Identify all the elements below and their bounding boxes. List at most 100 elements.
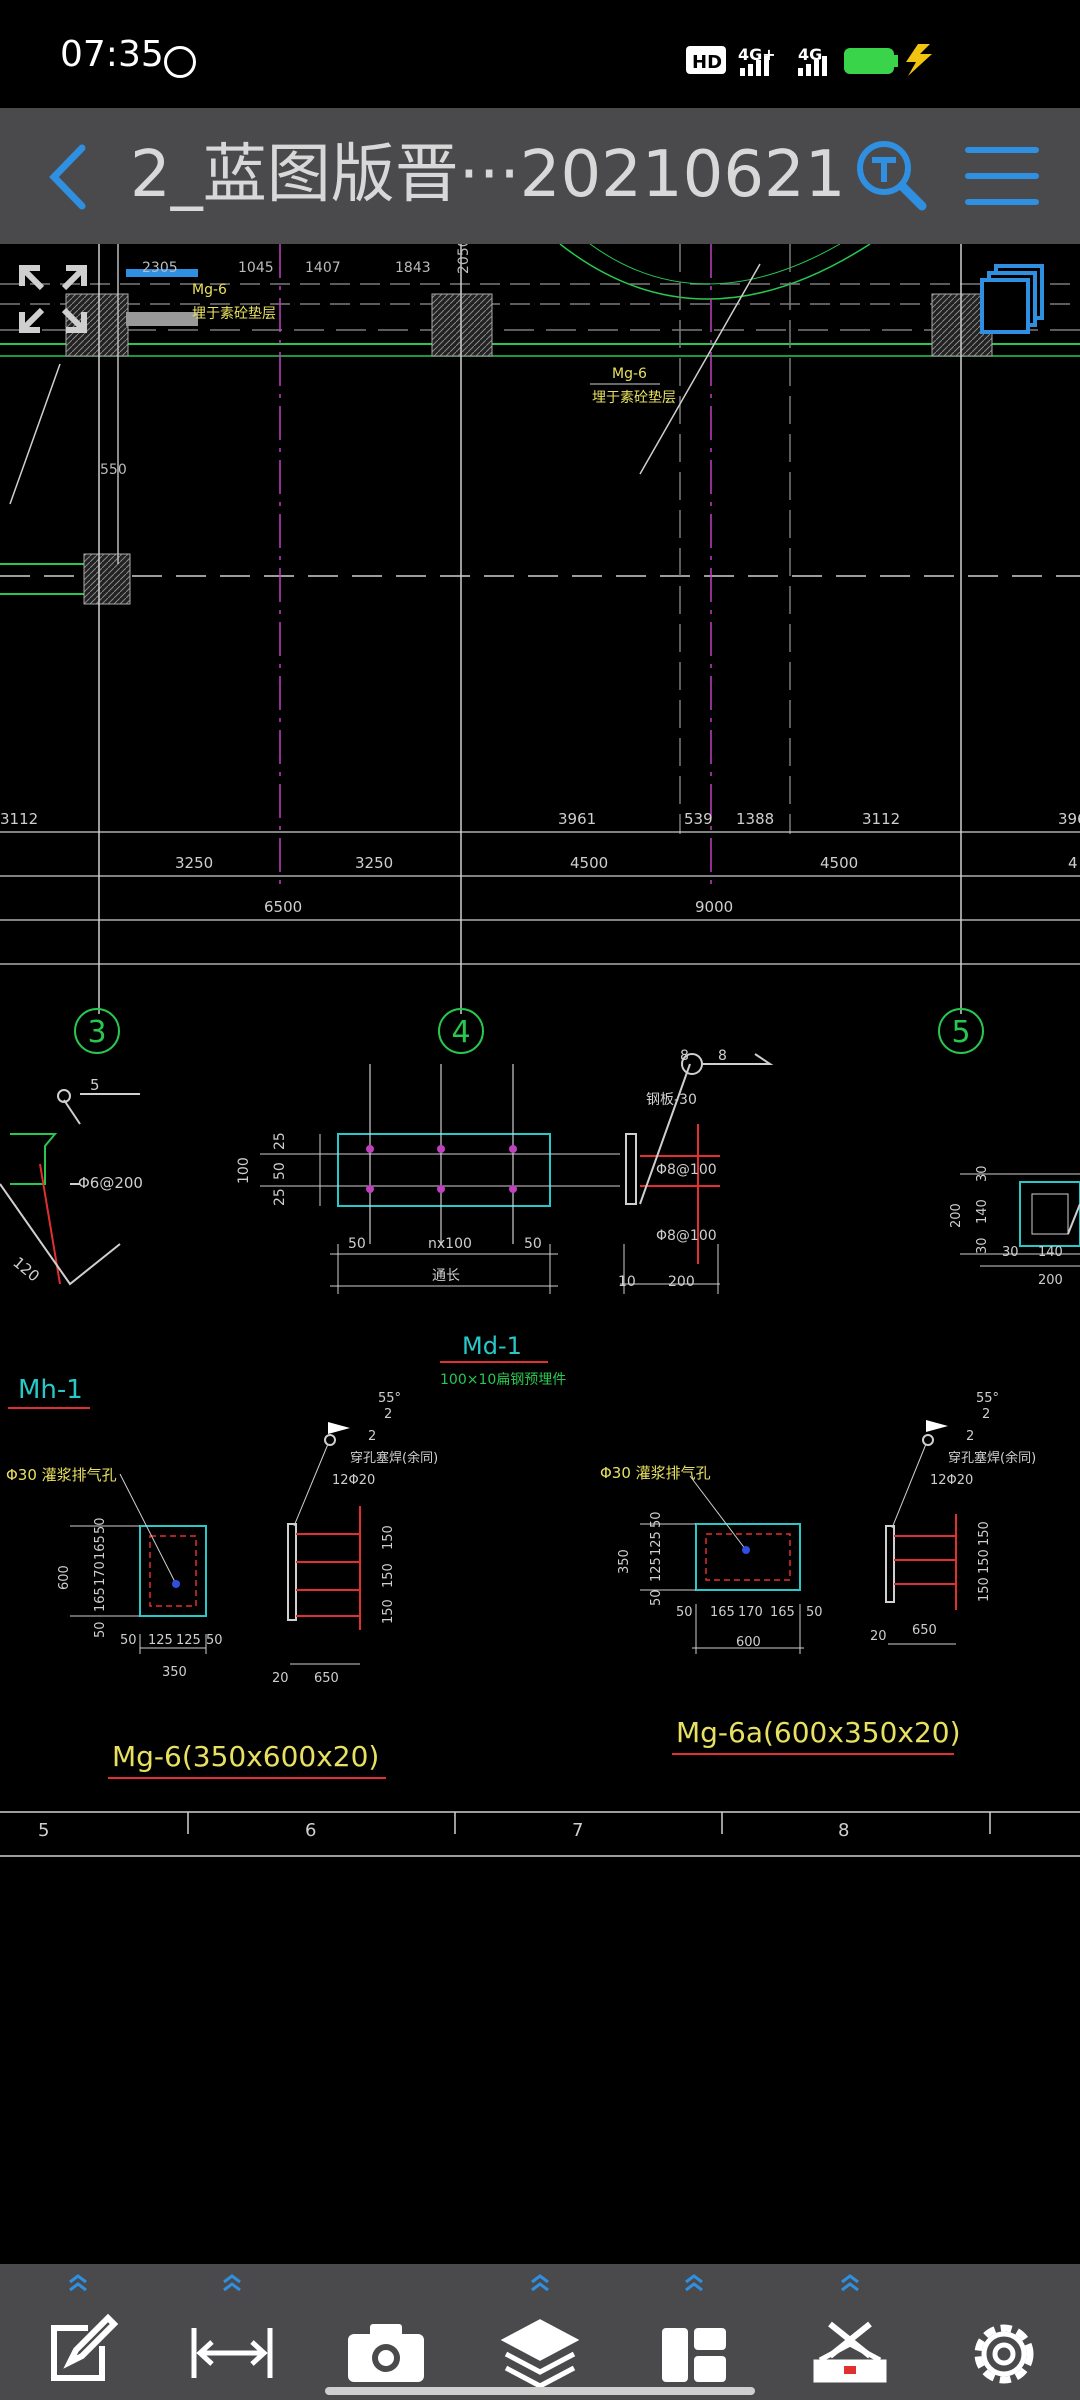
svg-text:3250: 3250 <box>355 854 393 872</box>
svg-text:350: 350 <box>617 1549 632 1574</box>
svg-text:2: 2 <box>384 1407 392 1422</box>
svg-text:通长: 通长 <box>432 1268 460 1284</box>
document-title: 2_蓝图版晋···20210621 <box>130 138 840 212</box>
svg-text:5: 5 <box>38 1820 49 1841</box>
annotate-tool-button[interactable] <box>18 2264 138 2400</box>
mg6a-side-dims: 55° 2 2 穿孔塞焊(余同) 12Φ20 150 150 150 20 65… <box>870 1391 1036 1644</box>
svg-text:50: 50 <box>649 1589 664 1606</box>
grid-axis-bubbles <box>74 1008 984 1054</box>
text-search-icon <box>857 141 927 211</box>
svg-text:3112: 3112 <box>0 810 38 828</box>
svg-text:8: 8 <box>680 1048 689 1064</box>
back-button[interactable] <box>38 142 98 212</box>
svg-text:150: 150 <box>977 1521 992 1546</box>
svg-text:6500: 6500 <box>264 898 302 916</box>
home-indicator[interactable] <box>325 2387 755 2395</box>
menu-button[interactable] <box>964 144 1040 208</box>
grid-lines <box>9 244 962 1014</box>
svg-text:20: 20 <box>272 1671 289 1686</box>
layout-tool-button[interactable] <box>634 2264 754 2400</box>
mh1-detail <box>0 1089 140 1286</box>
expand-icon <box>19 265 87 333</box>
svg-text:165: 165 <box>93 1587 108 1612</box>
svg-text:140: 140 <box>975 1199 990 1224</box>
selection-marker-2 <box>126 312 198 326</box>
svg-text:埋于素砼垫层: 埋于素砼垫层 <box>192 306 276 322</box>
svg-text:25: 25 <box>272 1132 288 1150</box>
svg-text:1407: 1407 <box>305 260 341 276</box>
svg-text:125: 125 <box>148 1633 173 1648</box>
layers-panel-button[interactable] <box>978 262 1048 336</box>
svg-text:2: 2 <box>966 1429 974 1444</box>
svg-text:150: 150 <box>977 1577 992 1602</box>
hd-label: HD <box>692 52 722 73</box>
md1-anchors <box>366 1145 517 1193</box>
weld-dims: 8 8 钢板-30 Φ8@100 Φ8@100 10 200 <box>618 1048 727 1290</box>
svg-text:2050: 2050 <box>456 244 472 274</box>
dimension-row-3: 6500 9000 <box>264 898 733 916</box>
svg-text:1388: 1388 <box>736 810 774 828</box>
svg-text:9000: 9000 <box>695 898 733 916</box>
drawing-canvas[interactable]: 1045 1407 1843 2050 2305 550 Mg-6 埋于素砼垫层… <box>0 238 1080 2264</box>
svg-text:4500: 4500 <box>820 854 858 872</box>
svg-text:200: 200 <box>668 1274 695 1290</box>
mg6-side <box>287 1422 361 1665</box>
svg-text:100: 100 <box>236 1157 252 1184</box>
svg-text:170: 170 <box>738 1605 763 1620</box>
mg6-label: Mg-6(350x600x20) <box>112 1740 379 1773</box>
status-indicators: HD 4G+ 4G <box>686 44 932 76</box>
search-button[interactable] <box>852 136 932 216</box>
measure-distance-icon <box>191 2328 273 2378</box>
svg-text:1045: 1045 <box>238 260 274 276</box>
svg-text:50: 50 <box>206 1633 223 1648</box>
layers-tool-button[interactable] <box>480 2264 600 2400</box>
svg-text:200: 200 <box>1038 1273 1063 1288</box>
mg6-dims: 50 165 170 165 50 600 50 125 125 50 350 <box>57 1517 223 1680</box>
selection-marker <box>126 269 198 277</box>
fullscreen-button[interactable] <box>16 262 90 336</box>
measure-tool-button[interactable] <box>172 2264 292 2400</box>
svg-text:200: 200 <box>949 1203 964 1228</box>
expand-chevron-icon <box>223 2274 241 2292</box>
battery-icon <box>844 48 894 74</box>
svg-text:4500: 4500 <box>570 854 608 872</box>
svg-text:8: 8 <box>838 1820 849 1841</box>
svg-text:350: 350 <box>162 1665 187 1680</box>
grid-axis-labels: 3 4 5 <box>87 1015 970 1050</box>
bottom-toolbar <box>0 2264 1080 2400</box>
layers-icon <box>500 2319 580 2389</box>
svg-text:Φ8@100: Φ8@100 <box>656 1228 717 1244</box>
settings-button[interactable] <box>944 2264 1064 2400</box>
hamburger-menu-icon <box>965 147 1039 205</box>
svg-text:50: 50 <box>93 1621 108 1638</box>
svg-text:3961: 3961 <box>558 810 596 828</box>
notification-icon <box>164 46 196 78</box>
svg-text:165: 165 <box>770 1605 795 1620</box>
svg-text:650: 650 <box>912 1623 937 1638</box>
svg-text:165: 165 <box>710 1605 735 1620</box>
svg-text:Φ8@100: Φ8@100 <box>656 1162 717 1178</box>
dimension-row-1: 3112 3961 539 1388 3112 396 <box>0 810 1080 828</box>
signal-bars-1-icon <box>740 56 769 76</box>
status-time: 07:35 <box>60 34 164 75</box>
cad-drawing: 1045 1407 1843 2050 2305 550 Mg-6 埋于素砼垫层… <box>0 238 1080 1857</box>
layers-stack-icon <box>980 264 1044 334</box>
mg6-note: Φ30 灌浆排气孔 <box>6 1466 117 1484</box>
md1-note: 100×10扁钢预埋件 <box>440 1372 566 1388</box>
svg-text:50: 50 <box>676 1605 693 1620</box>
svg-text:nx100: nx100 <box>428 1236 472 1252</box>
svg-text:539: 539 <box>684 810 713 828</box>
svg-text:165: 165 <box>93 1535 108 1560</box>
capture-tool-button[interactable] <box>326 2264 446 2400</box>
svg-text:55°: 55° <box>976 1391 999 1406</box>
svg-text:125: 125 <box>176 1633 201 1648</box>
svg-text:4: 4 <box>1068 854 1078 872</box>
toolbox-tool-button[interactable] <box>790 2264 910 2400</box>
svg-text:8: 8 <box>718 1048 727 1064</box>
svg-text:钢板-30: 钢板-30 <box>646 1092 697 1108</box>
svg-text:50: 50 <box>649 1511 664 1528</box>
svg-text:5: 5 <box>90 1076 100 1094</box>
md1-detail <box>260 1064 620 1294</box>
dimension-row-2: 3250 3250 4500 4500 4 <box>175 854 1078 872</box>
right-detail-dims: 30 140 30 200 30 140 200 <box>949 1165 1063 1288</box>
